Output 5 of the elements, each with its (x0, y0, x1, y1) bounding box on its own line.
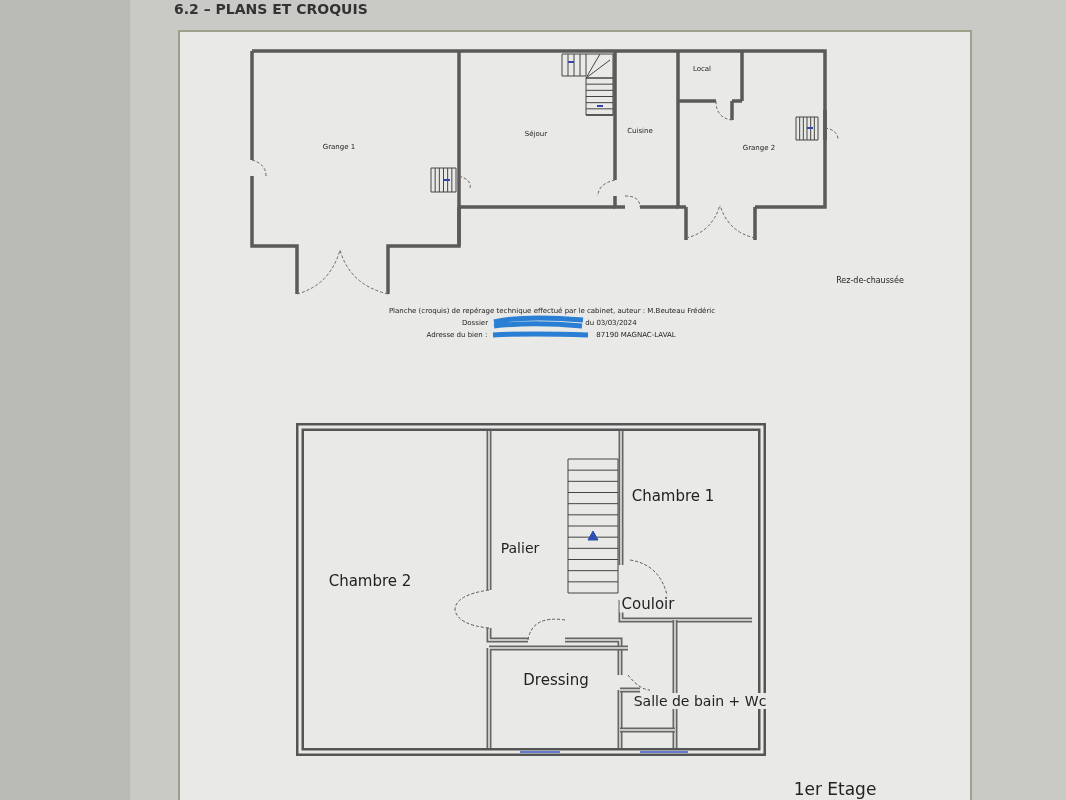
section-heading: 6.2 – PLANS ET CROQUIS (174, 1, 368, 17)
room-label: Dressing (521, 671, 591, 689)
room-label: Couloir (619, 595, 677, 613)
floor-label: Rez-de-chaussée (836, 277, 904, 285)
room-label: Salle de bain + Wc (631, 693, 769, 709)
